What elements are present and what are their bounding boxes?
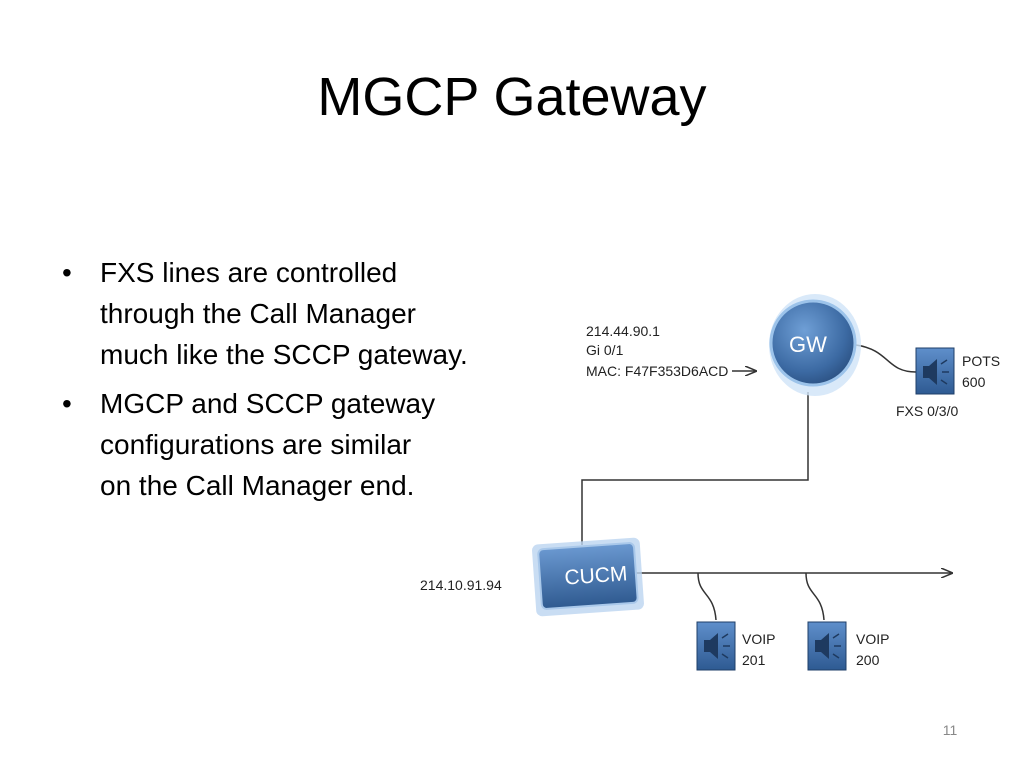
voip-200-number: 200 — [856, 652, 880, 668]
bullet-line: through the Call Manager — [100, 298, 416, 329]
slide-title: MGCP Gateway — [317, 67, 707, 127]
bullet-line: FXS lines are controlled — [100, 257, 398, 288]
page-number: 11 — [942, 722, 958, 738]
gateway-interface: Gi 0/1 — [586, 342, 624, 358]
pots-port: FXS 0/3/0 — [896, 403, 958, 419]
bullet-list: FXS lines are controlled through the Cal… — [62, 252, 512, 514]
voip-200-label: VOIP — [856, 631, 889, 647]
gateway-label: GW — [789, 332, 827, 357]
cucm-node[interactable]: CUCM — [532, 537, 645, 617]
gateway-node[interactable]: GW — [769, 294, 861, 396]
pots-phone[interactable] — [915, 347, 955, 395]
voip201-drop — [697, 572, 717, 621]
gw-to-pots-link — [855, 344, 917, 373]
cucm-label: CUCM — [564, 562, 628, 589]
voip-201-number: 201 — [742, 652, 766, 668]
speaker-icon — [923, 359, 949, 385]
voip-200-phone[interactable] — [807, 621, 847, 671]
bullet-line: MGCP and SCCP gateway — [100, 388, 436, 419]
bullet-line: much like the SCCP gateway. — [100, 339, 468, 370]
speaker-icon — [704, 633, 730, 659]
voip-201-label: VOIP — [742, 631, 775, 647]
bullet-item: MGCP and SCCP gateway configurations are… — [62, 383, 512, 506]
bullet-line: configurations are similar — [100, 429, 412, 460]
cucm-ip: 214.10.91.94 — [420, 577, 502, 593]
pots-number: 600 — [962, 374, 986, 390]
gateway-mac: MAC: F47F353D6ACD — [586, 363, 728, 379]
gateway-ip: 214.44.90.1 — [586, 323, 660, 339]
bullet-line: on the Call Manager end. — [100, 470, 415, 501]
pots-label: POTS — [962, 353, 1000, 369]
connection-lines — [581, 344, 952, 621]
speaker-icon — [815, 633, 841, 659]
gw-to-cucm-link — [581, 392, 809, 545]
voip-201-phone[interactable] — [696, 621, 736, 671]
voip200-drop — [805, 572, 825, 621]
bullet-item: FXS lines are controlled through the Cal… — [62, 252, 512, 375]
